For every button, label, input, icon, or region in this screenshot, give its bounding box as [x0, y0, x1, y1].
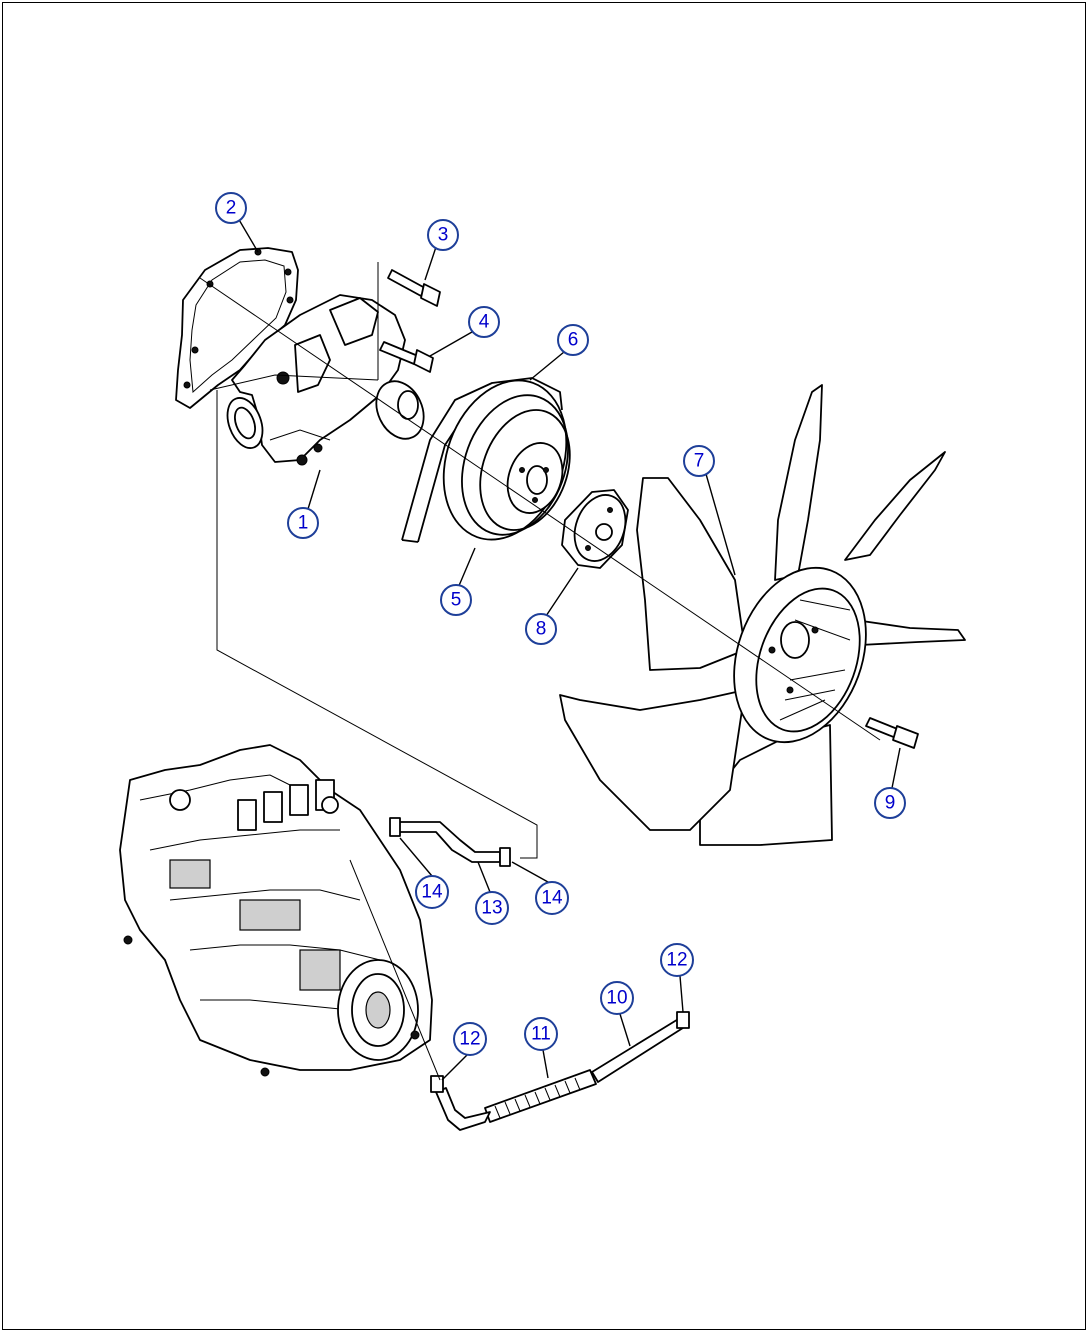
pipe-guideline: [349, 859, 441, 1081]
callout-label: 2: [226, 198, 237, 219]
callout-label: 1: [298, 513, 309, 534]
callout-label: 14: [541, 888, 563, 909]
callout-10: 10: [600, 981, 634, 1015]
callout-12-lower: 12: [453, 1022, 487, 1056]
callout-label: 11: [531, 1024, 551, 1045]
water-pump: [226, 294, 425, 466]
pipe-10: [591, 1017, 687, 1083]
callout-9: 9: [874, 787, 906, 819]
callout-label: 12: [459, 1029, 480, 1050]
clip-14-right: [499, 847, 511, 867]
hose-11: [435, 1069, 597, 1131]
callout-3: 3: [427, 219, 459, 251]
cooling-fan: [559, 384, 966, 846]
callout-label: 9: [885, 793, 896, 814]
bolt-3: [387, 269, 441, 307]
callout-label: 13: [481, 898, 502, 919]
callout-13: 13: [475, 891, 509, 925]
callout-label: 14: [421, 882, 443, 903]
injection-pump: [119, 744, 433, 1077]
clip-14-left: [389, 817, 401, 837]
callout-14-right: 14: [535, 881, 569, 915]
callout-label: 5: [451, 590, 462, 611]
callout-label: 8: [536, 619, 547, 640]
hose-13: [394, 821, 501, 863]
clip-12-lower: [430, 1075, 444, 1093]
callout-label: 3: [438, 225, 449, 246]
callout-label: 12: [666, 950, 687, 971]
pulley: [442, 379, 571, 541]
callout-11: 11: [524, 1017, 558, 1051]
spacer: [561, 489, 629, 569]
leader-lines: [237, 217, 901, 1081]
callout-4: 4: [468, 306, 500, 338]
callout-7: 7: [683, 445, 715, 477]
callout-14-left: 14: [415, 875, 449, 909]
callout-2: 2: [215, 192, 247, 224]
callout-label: 4: [479, 312, 490, 333]
bolt-4: [379, 341, 434, 373]
callout-5: 5: [440, 584, 472, 616]
callout-label: 6: [568, 330, 579, 351]
callout-label: 10: [606, 988, 627, 1009]
callout-12-upper: 12: [660, 943, 694, 977]
callout-6: 6: [557, 324, 589, 356]
callout-label: 7: [694, 451, 705, 472]
bolt-9: [865, 717, 919, 749]
delivery-valves: [169, 779, 339, 831]
clip-12-upper: [676, 1011, 690, 1029]
assembly-centerlines: [199, 262, 881, 859]
callout-1: 1: [287, 507, 319, 539]
callout-8: 8: [525, 613, 557, 645]
